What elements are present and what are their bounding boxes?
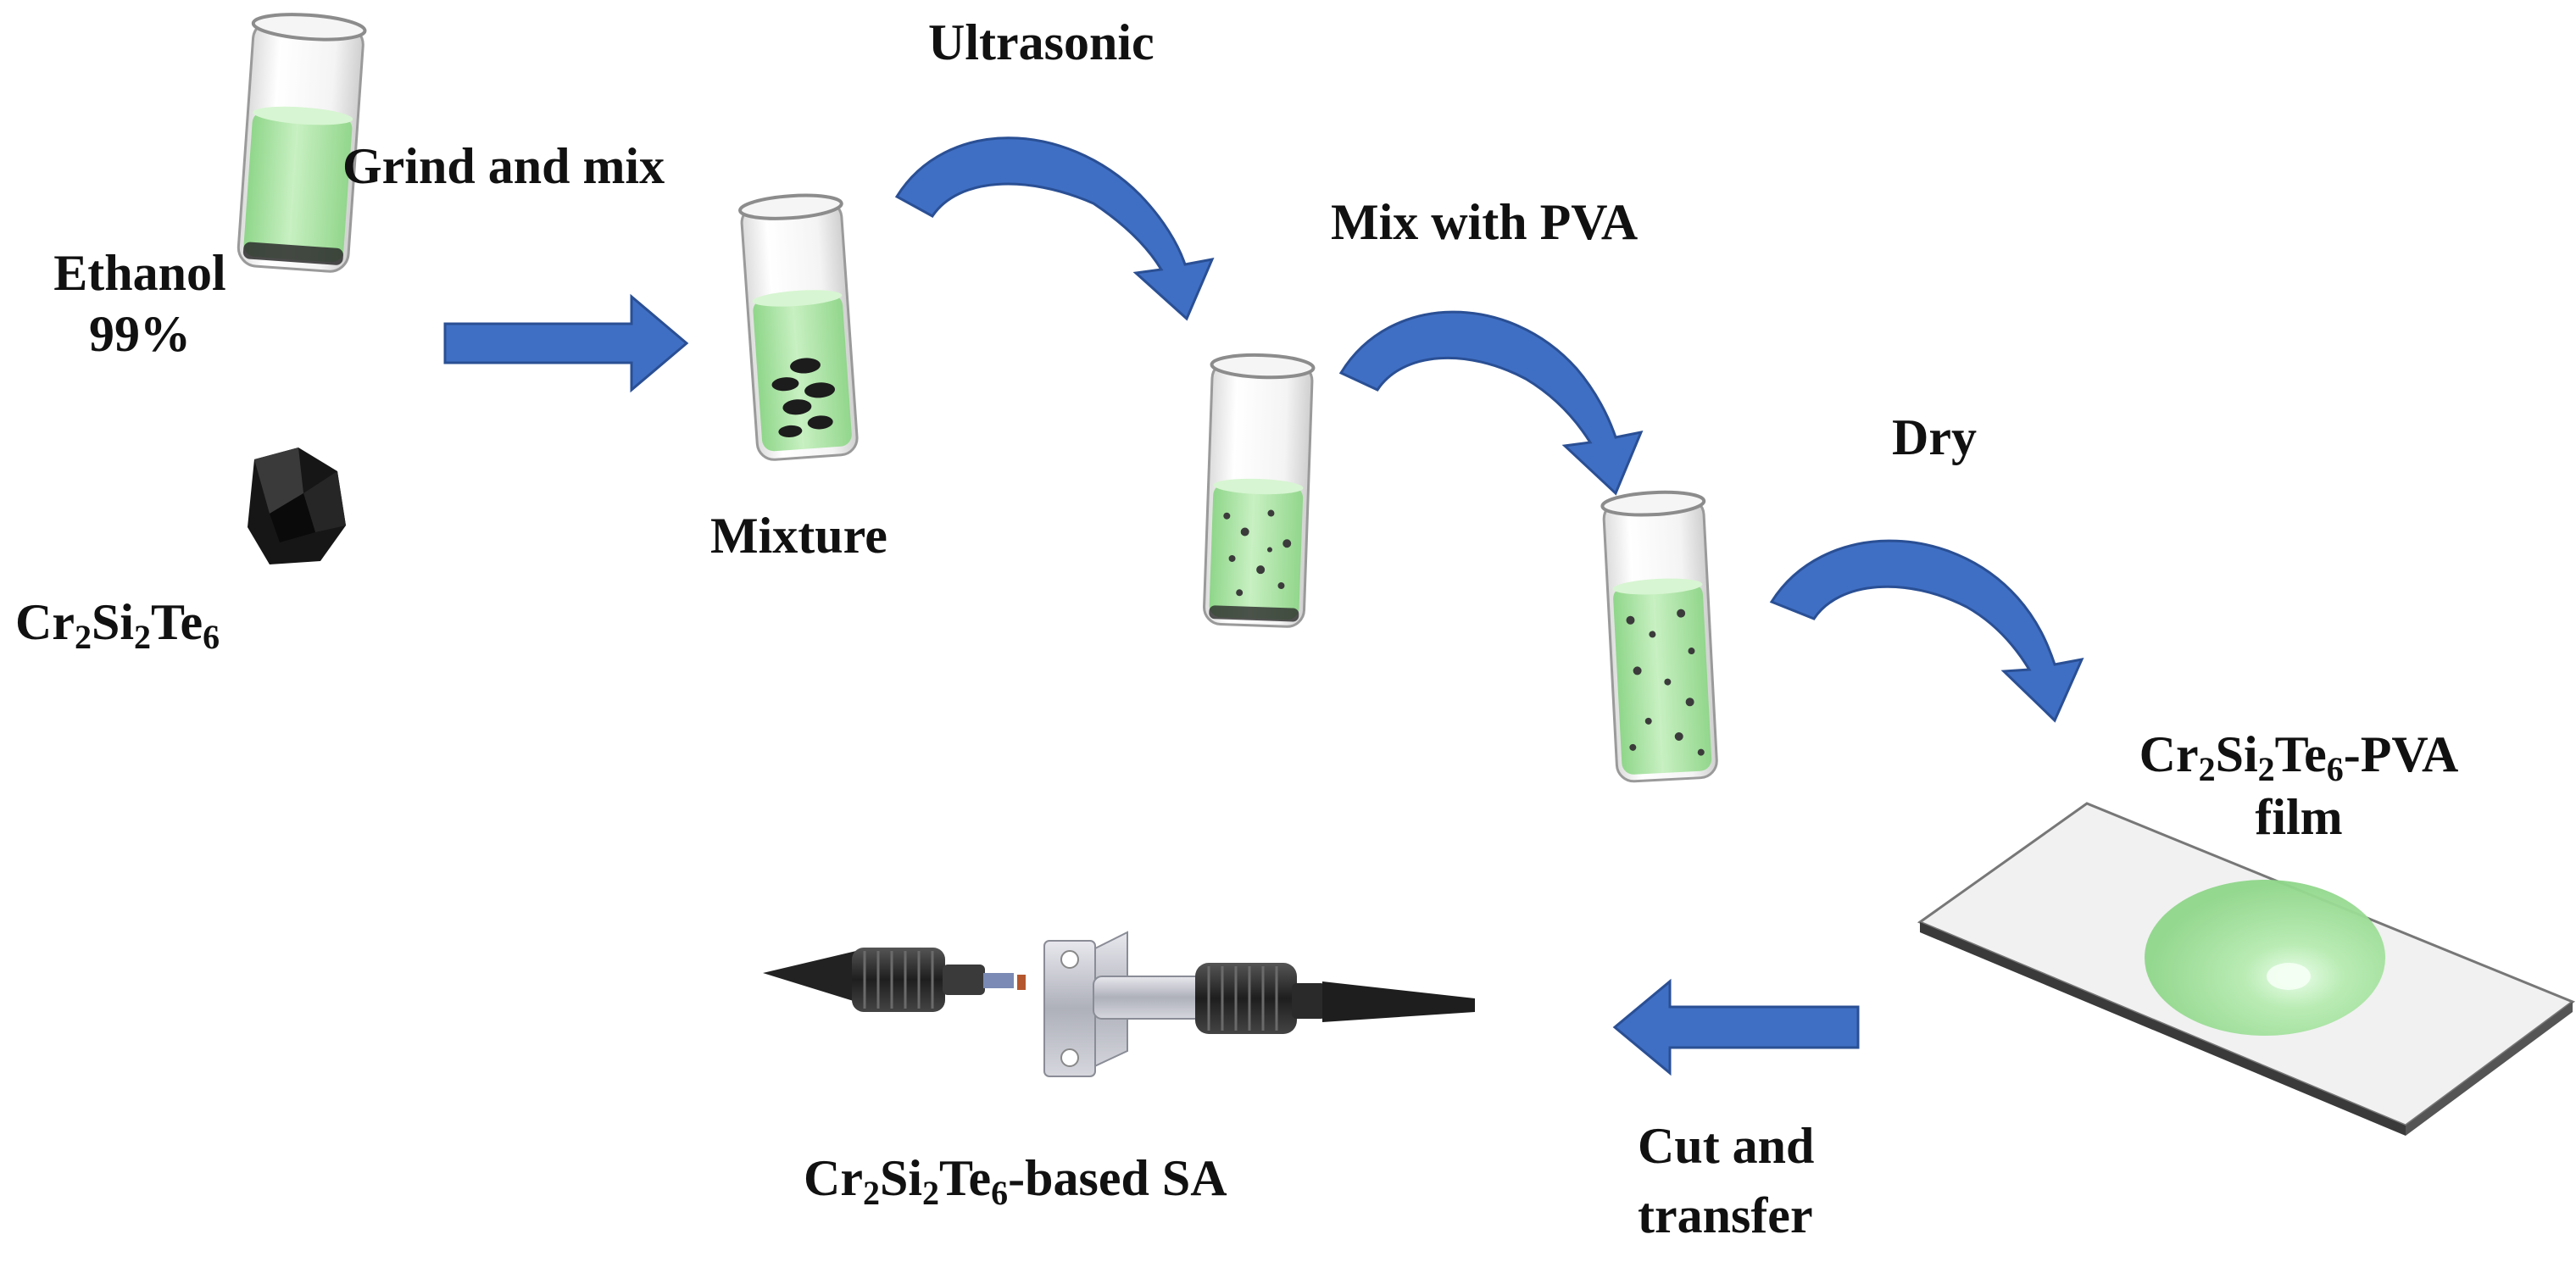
label-cut-and: Cut and [1638, 1118, 1815, 1174]
arrow-right [443, 293, 689, 393]
label-ethanol: Ethanol [53, 245, 226, 301]
label-mix-with-pva: Mix with PVA [1331, 194, 1639, 250]
label-mixture: Mixture [710, 508, 887, 564]
label-sa-formula: Cr2Si2Te6-based SA [804, 1150, 1227, 1213]
curved-arrow-ultrasonic [894, 136, 1215, 321]
label-transfer: transfer [1638, 1187, 1813, 1243]
fiber-connector-sa [763, 931, 1475, 1077]
label-grind-and-mix: Grind and mix [342, 138, 665, 194]
label-film-formula: Cr2Si2Te6-PVA [2139, 726, 2459, 789]
label-ethanol-percent: 99% [89, 306, 191, 362]
label-film: film [2255, 789, 2343, 845]
ethanol-vial [236, 13, 367, 273]
pva-vial [1203, 353, 1316, 628]
dry-vial [1600, 490, 1718, 783]
curved-arrow-mix-pva [1338, 310, 1644, 496]
crystal-icon [248, 448, 346, 564]
mixture-vial [738, 193, 859, 461]
label-crystal-formula: Cr2Si2Te6 [15, 594, 220, 657]
arrow-left [1612, 978, 1860, 1076]
glass-slide-film [1917, 802, 2576, 1136]
curved-arrow-dry [1769, 539, 2084, 723]
label-ultrasonic: Ultrasonic [928, 14, 1154, 70]
label-dry: Dry [1892, 409, 1977, 465]
